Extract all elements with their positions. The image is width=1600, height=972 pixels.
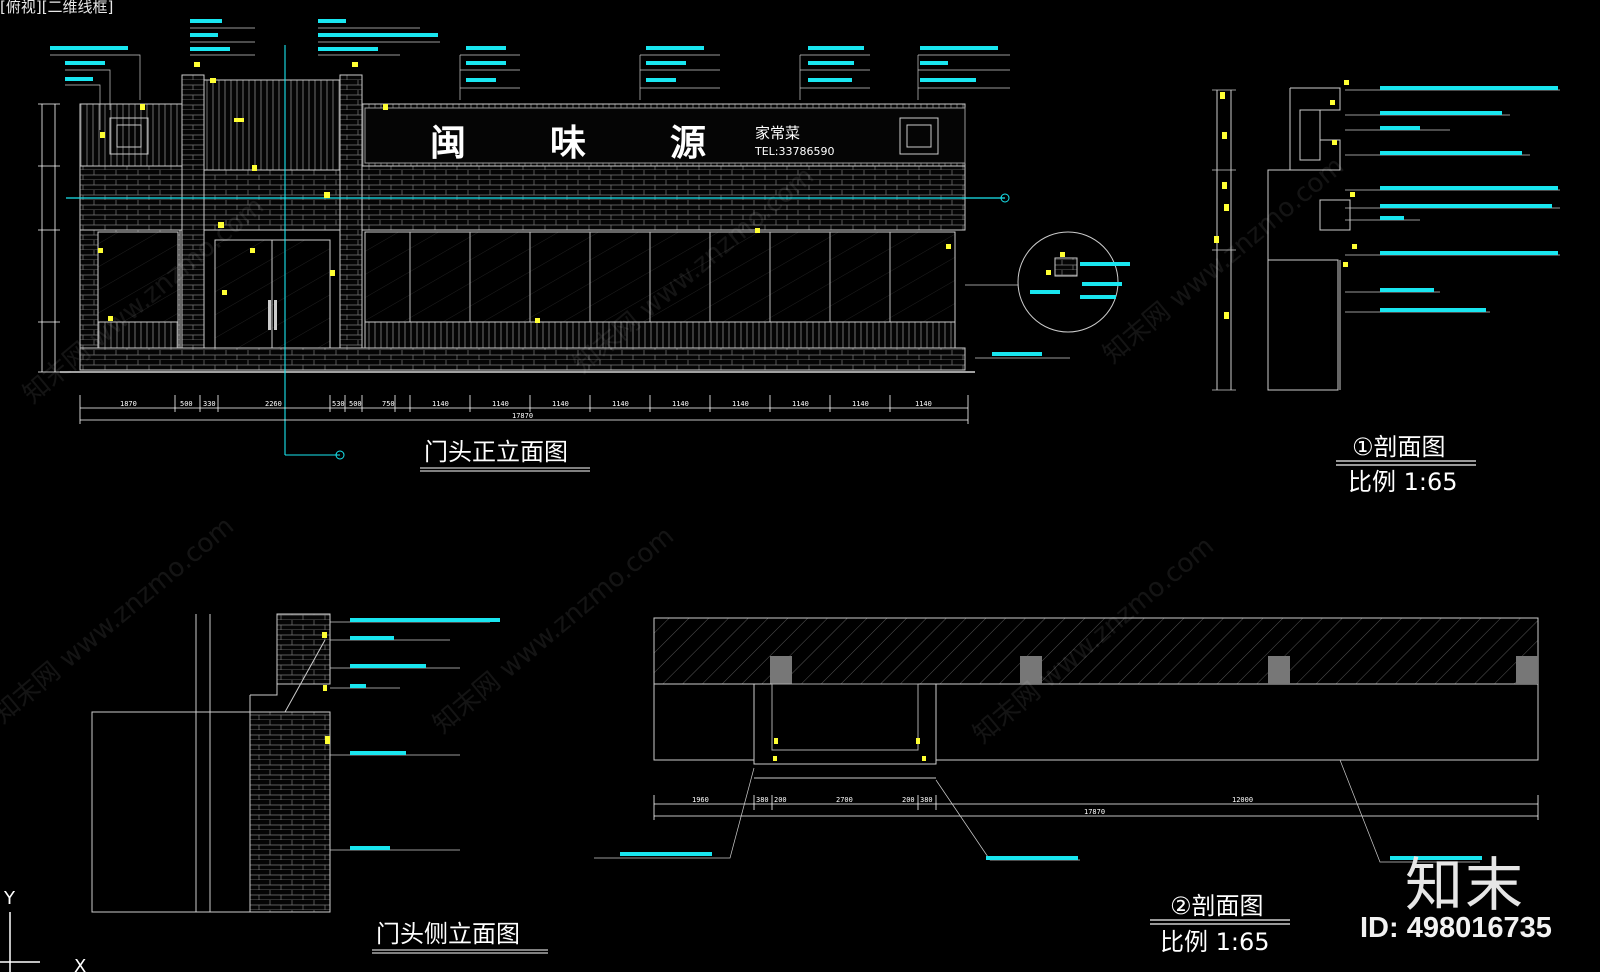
front-elevation [38,45,1010,460]
section-2-scale: 比例 1:65 [1160,928,1270,956]
ucs-icon: Y X [0,888,86,972]
section-2-drawing [594,617,1539,863]
signboard-subtitle: 家常菜 [755,124,800,142]
side-elevation-drawing [91,613,500,913]
section-1-markers [1214,80,1357,319]
dim-label: 12000 [1232,796,1253,804]
dim-label: 2700 [836,796,853,804]
signboard-character-3: 源 [670,123,706,164]
signboard-phone: TEL:33786590 [754,145,835,158]
dim-label: 380 [920,796,933,804]
front-annotations [50,27,1070,359]
dim-label: 1140 [492,400,509,408]
signboard: 闽 味 源 家常菜 TEL:33786590 [430,123,835,164]
dim-label: 380 [756,796,769,804]
signboard-character-1: 闽 [430,123,466,164]
dim-label: 1140 [612,400,629,408]
viewport-label[interactable]: [俯视][二维线框] [0,0,114,16]
dim-label: 1140 [672,400,689,408]
ucs-y-label: Y [3,888,16,909]
dim-label: 1960 [692,796,709,804]
section-1-annotation-marks [1380,86,1558,312]
dim-label: 200 [774,796,787,804]
dim-label: 500 [349,400,362,408]
dim-label: 1140 [915,400,932,408]
dim-label: 1870 [120,400,137,408]
brand-logo: 知末 [1405,851,1526,919]
section-1-title: ①剖面图 [1352,433,1446,461]
section-1-drawing [1212,87,1560,391]
dim-label: 1140 [432,400,449,408]
dim-label: 200 [902,796,915,804]
front-annotation-marks [50,19,1042,356]
dim-label: 1140 [792,400,809,408]
dim-label: 1140 [732,400,749,408]
dim-label-total: 17870 [512,412,533,420]
section-2-dimension-labels: 1960 380 200 2700 200 380 17870 12000 [692,796,1253,816]
dim-label-total: 17870 [1084,808,1105,816]
dim-label: 1140 [552,400,569,408]
front-dimension-labels: 1870 500 330 2260 530 500 750 1140 1140 … [120,400,932,420]
side-elevation-title: 门头侧立面图 [376,920,520,948]
dim-label: 330 [203,400,216,408]
dim-label: 750 [382,400,395,408]
front-elevation-title: 门头正立面图 [424,438,568,466]
drawing-titles: 门头正立面图 ①剖面图 比例 1:65 门头侧立面图 ②剖面图 比例 1:65 [372,433,1476,956]
dim-label: 2260 [265,400,282,408]
dim-label: 500 [180,400,193,408]
section-1-scale: 比例 1:65 [1348,468,1458,496]
brand-id: ID: 498016735 [1360,912,1552,944]
dim-label: 1140 [852,400,869,408]
front-dimension-line [79,395,969,424]
ucs-x-label: X [74,956,86,972]
detail-callout [965,231,1130,333]
signboard-character-2: 味 [550,123,586,164]
section-2-title: ②剖面图 [1170,892,1264,920]
dim-label: 530 [332,400,345,408]
